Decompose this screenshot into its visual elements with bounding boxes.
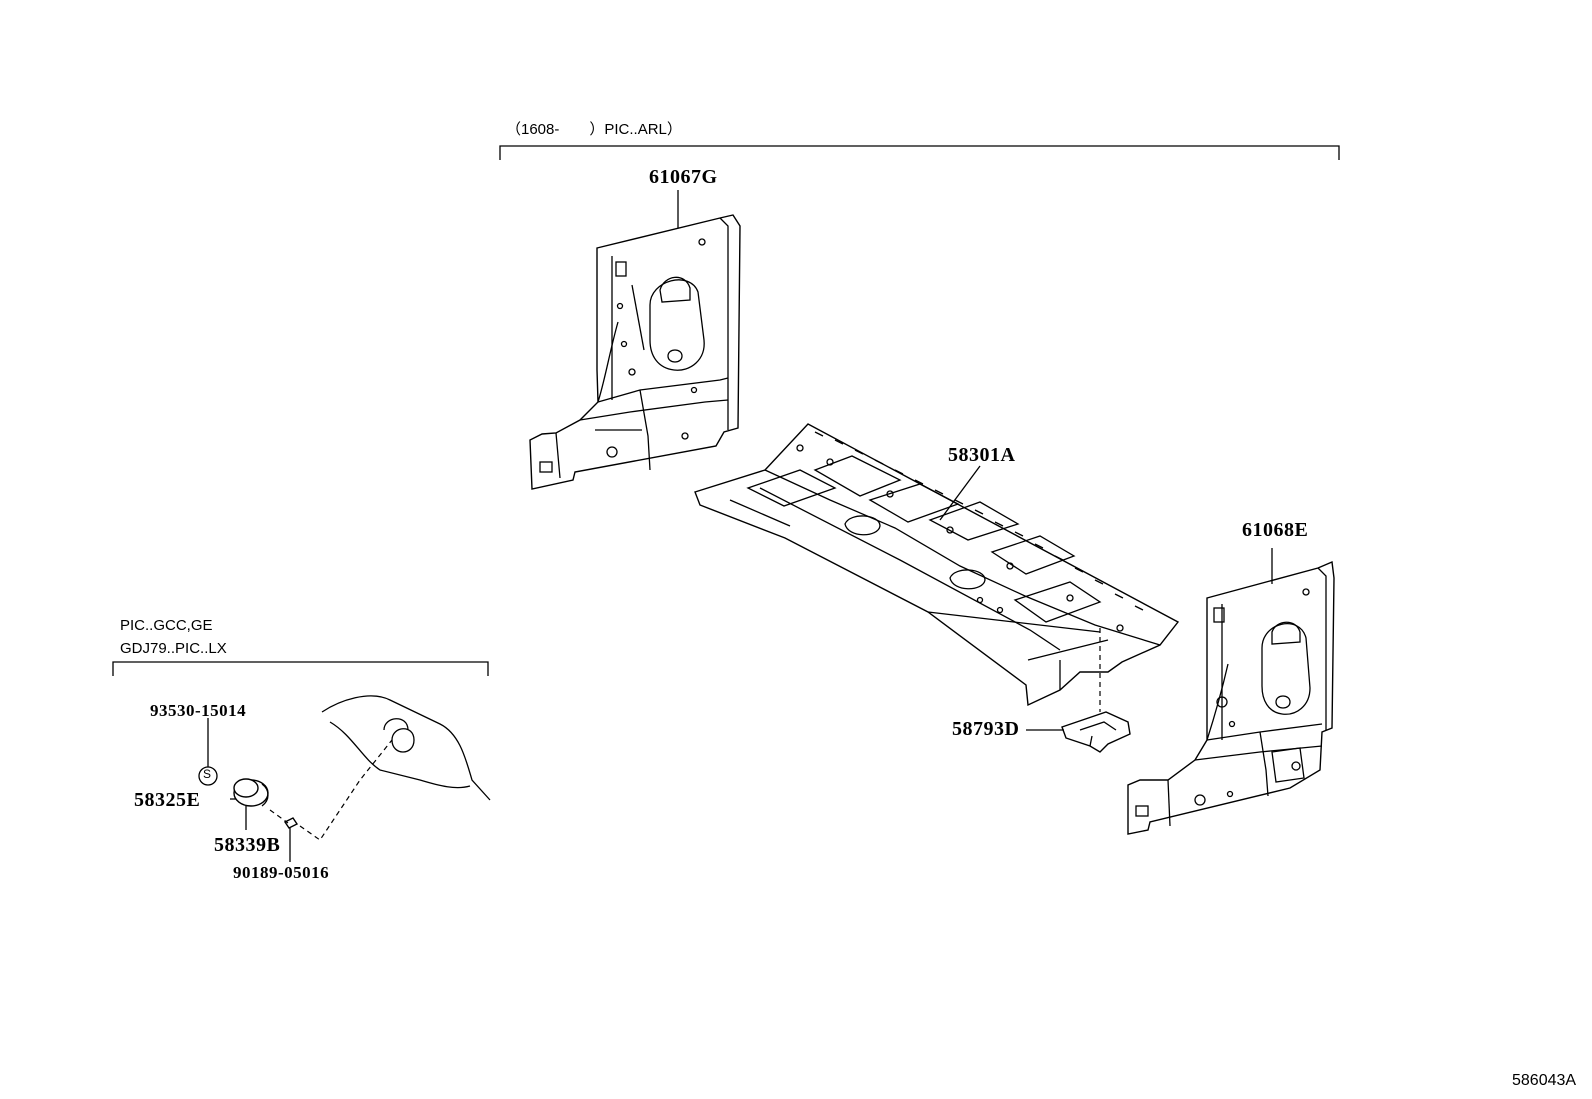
callout-93530-15014[interactable]: 93530-15014 bbox=[150, 701, 247, 720]
screw-symbol-label: S bbox=[203, 767, 212, 781]
callout-58793D[interactable]: 58793D bbox=[952, 718, 1020, 740]
callout-61067G[interactable]: 61067G bbox=[649, 166, 718, 188]
callout-90189-05016[interactable]: 90189-05016 bbox=[233, 863, 330, 882]
condition-upper-range: （1608- ）PIC..ARL） bbox=[506, 121, 682, 138]
condition-lower-line2: GDJ79..PIC..LX bbox=[120, 640, 227, 657]
condition-lower-line1: PIC..GCC,GE bbox=[120, 617, 213, 634]
callout-61068E[interactable]: 61068E bbox=[1242, 519, 1309, 541]
condition-bracket-lower bbox=[112, 661, 489, 676]
callout-58325E[interactable]: 58325E bbox=[134, 789, 201, 811]
callout-58301A[interactable]: 58301A bbox=[948, 444, 1016, 466]
plug-detail-drawing bbox=[233, 695, 491, 841]
condition-bracket-upper bbox=[499, 145, 1340, 160]
floor-bracket-drawing bbox=[1061, 711, 1131, 753]
callout-58339B[interactable]: 58339B bbox=[214, 834, 281, 856]
rear-floor-pan-drawing bbox=[694, 423, 1180, 707]
diagram-reference-number: 586043A bbox=[1512, 1072, 1577, 1089]
leader-lines bbox=[207, 190, 1273, 862]
quarter-panel-right-drawing bbox=[1127, 560, 1335, 835]
quarter-panel-left-drawing bbox=[529, 214, 741, 490]
